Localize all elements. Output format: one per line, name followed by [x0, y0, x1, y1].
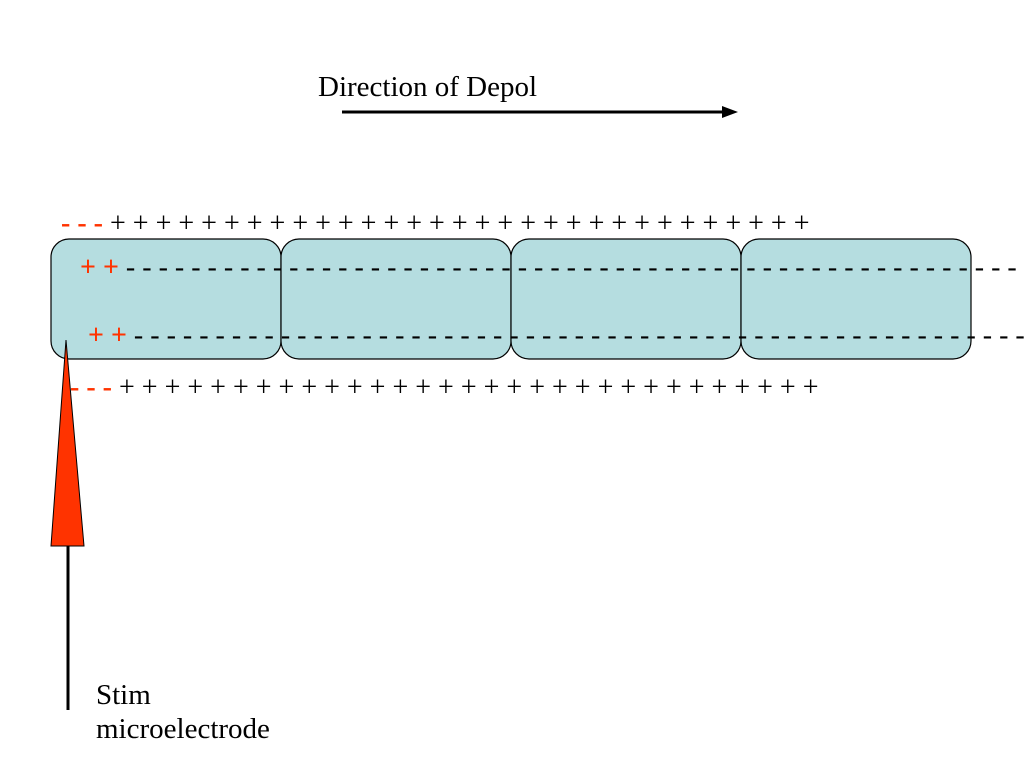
resting-charge-inner-top: - - - - - - - - - - - - - - - - - - - - … [118, 252, 1017, 283]
direction-title: Direction of Depol [318, 71, 538, 103]
depolarized-charge-bottom: - - - [70, 372, 112, 403]
depolarized-charge-top: - - - [61, 208, 103, 239]
depolarized-charge-inner-bottom: + + [88, 320, 127, 351]
extracellular-charge-row-bottom: - - - + + + + + + + + + + + + + + + + + … [70, 373, 819, 403]
intracellular-charge-row-bottom: + + - - - - - - - - - - - - - - - - - - … [88, 321, 1024, 351]
cardiac-cell-chain [50, 238, 972, 360]
intracellular-charge-row-top: + + - - - - - - - - - - - - - - - - - - … [80, 253, 1017, 283]
resting-charge-top: + + + + + + + + + + + + + + + + + + + + … [102, 208, 810, 239]
extracellular-charge-row-top: - - - + + + + + + + + + + + + + + + + + … [61, 209, 810, 239]
microelectrode-icon [50, 339, 85, 710]
electrode-label: Stim microelectrode [96, 678, 270, 746]
resting-charge-inner-bottom: - - - - - - - - - - - - - - - - - - - - … [126, 320, 1024, 351]
electrode-label-line2: microelectrode [96, 713, 270, 745]
depolarized-charge-inner-top: + + [80, 252, 119, 283]
resting-charge-bottom: + + + + + + + + + + + + + + + + + + + + … [111, 372, 819, 403]
electrode-label-line1: Stim [96, 679, 151, 711]
cell-4 [740, 238, 972, 360]
direction-arrow-icon [342, 106, 738, 118]
